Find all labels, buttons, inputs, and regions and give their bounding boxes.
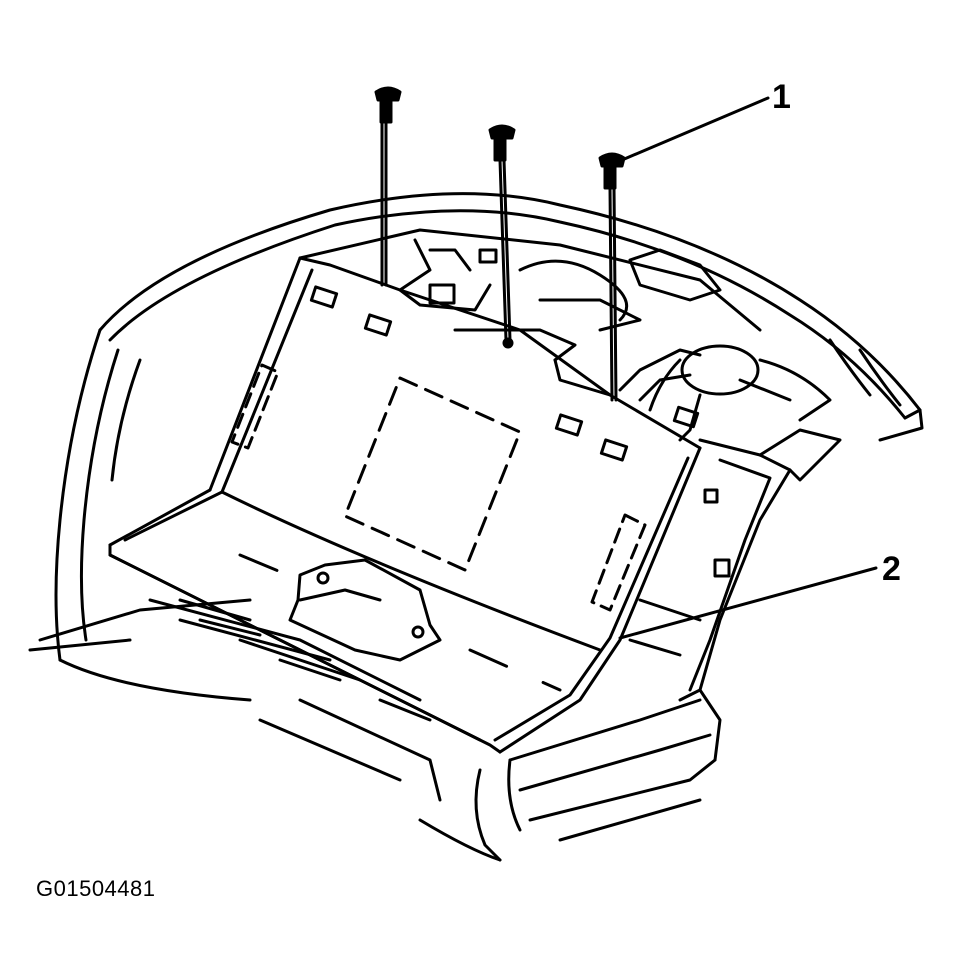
- fastener-right: [600, 154, 624, 400]
- callout-label-1: 1: [772, 78, 791, 116]
- fastener-left: [376, 88, 400, 285]
- rear-seat-back-panel: [110, 258, 700, 752]
- callout-label-2: 2: [882, 550, 901, 588]
- fastener-center: [490, 126, 514, 349]
- leader-line-2: [620, 568, 876, 638]
- figure-id: G01504481: [36, 876, 156, 901]
- vehicle-body-outline: [30, 194, 922, 860]
- leader-line-1: [622, 98, 768, 160]
